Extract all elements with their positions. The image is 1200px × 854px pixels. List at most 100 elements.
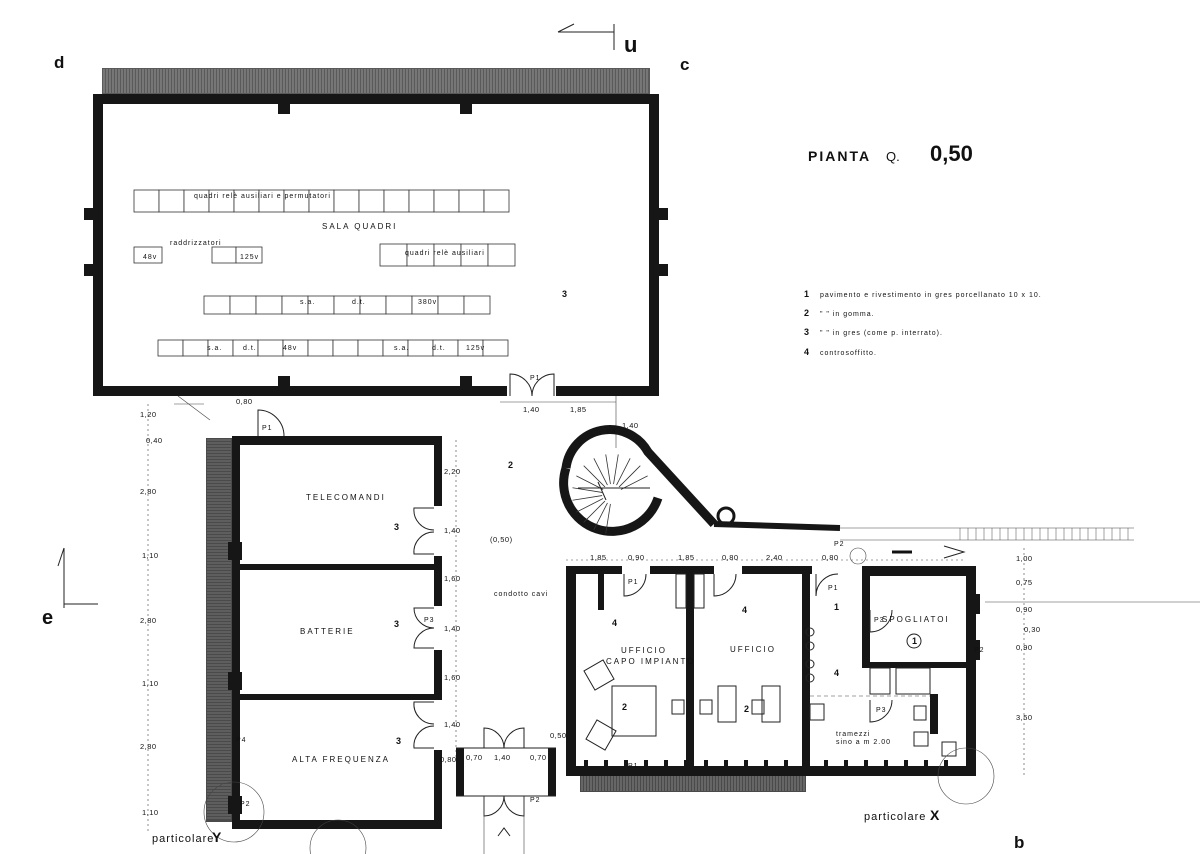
window-post [724,760,728,770]
window-post [744,760,748,770]
cabinet [333,189,360,213]
room-label-alta-frequenza: ALTA FREQUENZA [292,755,390,764]
corner-label-b: b [1014,833,1024,852]
label-row1-sa: s.a. [300,299,315,306]
cabinet [383,189,410,213]
section-marker-e: e [42,547,98,629]
dim-label: 1,20 [140,410,157,419]
window-post [844,760,848,770]
title-label: PIANTA [808,148,871,164]
cabinet [433,189,460,213]
stair-tread [583,500,606,523]
dim-label: 1,10 [142,808,159,817]
stair-tread [618,465,641,488]
cabinet [487,243,516,267]
floor-number: 4 [834,668,839,678]
dim-label: 1,85 [590,553,607,562]
window-post [664,760,668,770]
window-post [624,760,628,770]
window-post [804,760,808,770]
cabinet [437,295,465,315]
legend-text: pavimento e rivestimento in gres porcell… [820,292,1042,299]
legend-text: " " in gomma. [820,311,875,318]
window-post [824,760,828,770]
dim-label: 0,90 [1016,605,1033,614]
cabinet-row-380v [203,295,491,315]
door-tag: P4 [236,737,247,744]
dim-label: 1,00 [1016,554,1033,563]
floor-number: 1 [912,636,917,646]
detail-callout-y: particolare Y [152,781,367,854]
legend-number: 1 [804,289,809,299]
dim-label: 2,20 [444,467,461,476]
legend-number: 2 [804,308,809,318]
entrance-porch: 0,80 0,70 1,40 0,70 0,50 [440,727,567,854]
cabinet [229,295,257,315]
stair-tread [593,502,608,530]
cabinet-row-quadri-ausiliari [379,243,516,267]
detail-x-letter: X [930,807,940,823]
dim-label: 1,60 [444,673,461,682]
dim-label: 2,80 [140,742,157,751]
dims-right-column: 1,00 0,75 0,90 0,30 0,90 3,50 [1016,548,1040,776]
window-post [604,760,608,770]
room-label-sala-quadri: SALA QUADRI [322,222,397,231]
left-hatch-lines [207,439,231,819]
floor-number: 2 [622,702,627,712]
cabinet [158,189,185,213]
window-post [704,760,708,770]
floor-number: 3 [396,736,401,746]
stair-tread [572,495,603,501]
dim-label: 0,80 [722,553,739,562]
cabinet [385,295,413,315]
floor-number: 2 [508,460,513,470]
cabinet [332,339,359,357]
room-label-batterie: BATTERIE [300,627,355,636]
label-tramezzi: tramezzi [836,731,870,738]
dim-label: 0,70 [466,753,483,762]
dim-label: 1,40 [444,526,461,535]
dim-label: 0,40 [146,436,163,445]
dim-label: 1,40 [444,624,461,633]
label-tramezzi-height: sino a m 2.00 [836,739,891,746]
stair-tread [613,454,619,485]
window-post [684,760,688,770]
corner-label-c: c [680,55,689,74]
cabinet [255,295,283,315]
dim-label: 1,10 [142,679,159,688]
window-post [784,760,788,770]
cabinet [257,339,284,357]
left-hatch [206,438,232,822]
detail-y-label: particolare [152,833,214,845]
corner-label-e: e [42,607,53,629]
room-label-ufficio: UFFICIO [730,645,776,654]
label-row2-sa2: s.a. [394,345,409,352]
legend-number: 4 [804,347,809,357]
cabinet [357,339,384,357]
dim-label: 2,80 [140,616,157,625]
legend-number: 3 [804,327,809,337]
dim-label: 1,85 [570,405,587,414]
stair-tread [605,503,611,534]
dims-left-column: 1,20 0,40 2,80 1,10 2,80 1,10 2,80 1,10 … [140,395,252,832]
cabinet [358,189,385,213]
corner-label-d: d [54,53,64,72]
room-label-capo-impianto: CAPO IMPIANTO [606,657,695,666]
stair-tread [576,475,604,490]
dim-label: 0,75 [1016,578,1033,587]
cabinet [182,339,209,357]
dim-label: 0,50 [550,731,567,740]
dim-label: 1,40 [444,720,461,729]
door-tag: P1 [530,375,541,382]
label-condotto-cavi: condotto cavi [494,591,548,598]
dim-label: 0,70 [530,753,547,762]
detail-callout-x: particolare X [864,807,940,823]
label-row2-dt: d.t. [243,345,257,352]
level-mark: (0,50) [490,535,513,544]
window-post [584,760,588,770]
cabinet [483,189,510,213]
dim-label: 1,10 [142,551,159,560]
stair-tread [583,465,606,488]
